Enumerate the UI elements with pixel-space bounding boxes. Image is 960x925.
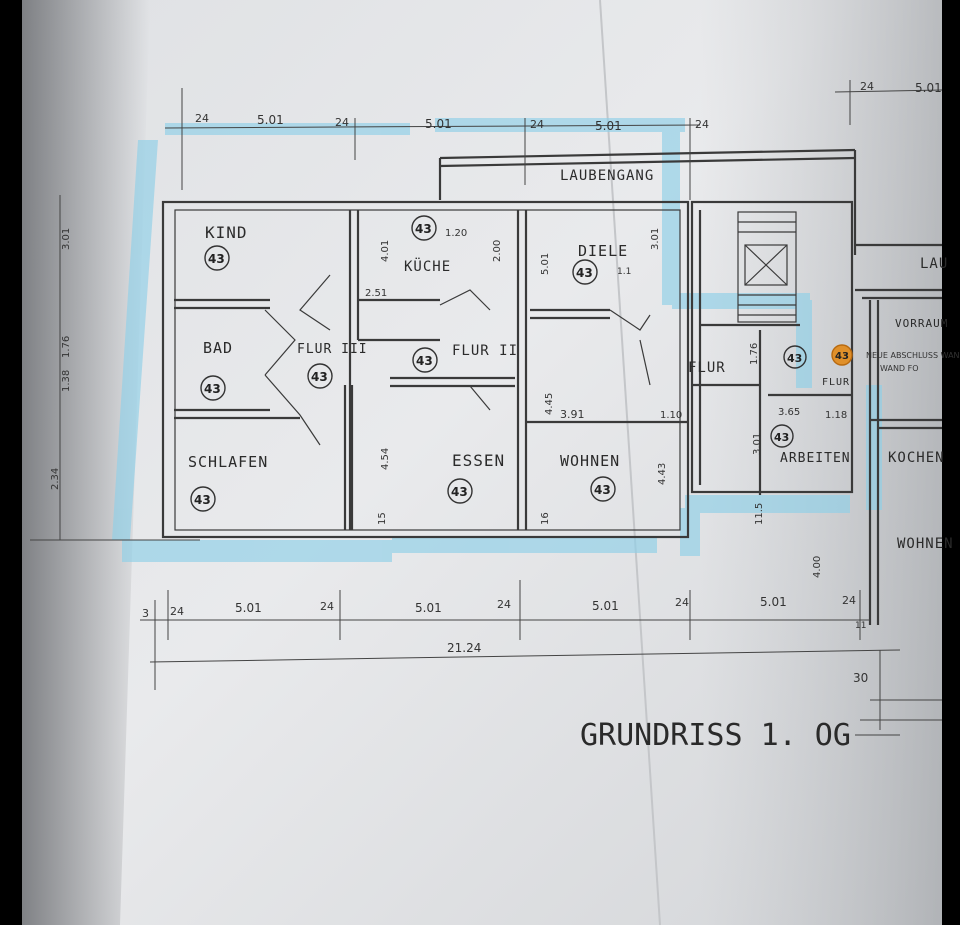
- svg-text:43: 43: [416, 354, 433, 368]
- svg-text:24: 24: [530, 118, 544, 131]
- svg-text:43: 43: [451, 485, 468, 499]
- svg-text:11.5: 11.5: [754, 503, 765, 525]
- svg-text:5.01: 5.01: [540, 253, 551, 275]
- svg-text:43: 43: [774, 431, 789, 444]
- svg-text:24: 24: [497, 598, 511, 611]
- svg-text:5.01: 5.01: [415, 601, 442, 615]
- svg-text:5.01: 5.01: [235, 601, 262, 615]
- svg-text:4.45: 4.45: [544, 393, 555, 415]
- staircase: [737, 211, 797, 323]
- room-label-wohnen: WOHNEN: [560, 452, 620, 470]
- room-label-flur3: FLUR III: [297, 342, 368, 357]
- svg-text:5.01: 5.01: [595, 119, 622, 133]
- svg-text:1.38: 1.38: [61, 370, 72, 392]
- svg-text:24: 24: [842, 594, 856, 607]
- room-label-flur2: FLUR II: [452, 343, 518, 359]
- svg-text:5.01: 5.01: [257, 113, 284, 127]
- room-label-arbeiten: ARBEITEN: [780, 451, 851, 466]
- svg-text:4.54: 4.54: [380, 448, 391, 470]
- svg-text:43: 43: [194, 493, 211, 507]
- svg-text:24: 24: [860, 80, 874, 93]
- svg-text:30: 30: [853, 671, 868, 685]
- svg-text:2.34: 2.34: [50, 468, 61, 490]
- svg-text:15: 15: [377, 512, 388, 525]
- svg-text:2.00: 2.00: [492, 240, 503, 262]
- circle-numbers: 43 43 43 43 43 43 43 43 43 43 43 43: [194, 222, 849, 507]
- svg-text:1.76: 1.76: [61, 336, 72, 358]
- svg-text:3: 3: [142, 607, 149, 620]
- svg-text:24: 24: [320, 600, 334, 613]
- svg-text:3.01: 3.01: [61, 228, 72, 250]
- svg-text:3.01: 3.01: [650, 228, 661, 250]
- svg-text:43: 43: [204, 382, 221, 396]
- svg-text:16: 16: [540, 512, 551, 525]
- room-label-flur: FLUR: [688, 360, 726, 376]
- svg-text:24: 24: [695, 118, 709, 131]
- room-label-diele: DIELE: [578, 242, 628, 260]
- svg-text:1.18: 1.18: [825, 410, 847, 421]
- svg-text:1.20: 1.20: [445, 228, 467, 239]
- room-label-vorraum: VORRAUM: [895, 317, 948, 330]
- svg-text:43: 43: [835, 351, 849, 362]
- room-label-wohnen-right: WOHNEN: [897, 536, 954, 552]
- svg-text:3.91: 3.91: [560, 408, 585, 421]
- svg-text:24: 24: [170, 605, 184, 618]
- svg-text:24: 24: [675, 596, 689, 609]
- svg-text:43: 43: [415, 222, 432, 236]
- svg-text:3.01: 3.01: [752, 433, 763, 455]
- annotation-wand-line2: WAND FO: [880, 364, 919, 373]
- svg-text:2.51: 2.51: [365, 288, 387, 299]
- right-shade: [700, 0, 942, 925]
- dimension-labels: 24 5.01 24 5.01 24 5.01 24 24 5.01 3 24 …: [50, 80, 942, 685]
- svg-text:4.00: 4.00: [812, 556, 823, 578]
- room-label-bad: BAD: [203, 339, 233, 357]
- svg-text:5.01: 5.01: [425, 117, 452, 131]
- svg-text:3.65: 3.65: [778, 407, 800, 418]
- svg-text:24: 24: [335, 116, 349, 129]
- svg-text:43: 43: [594, 483, 611, 497]
- svg-text:4.43: 4.43: [657, 463, 668, 485]
- svg-text:4.01: 4.01: [380, 240, 391, 262]
- room-labels: KIND BAD FLUR III KÜCHE FLUR II DIELE SC…: [188, 168, 960, 552]
- room-label-schlafen: SCHLAFEN: [188, 453, 268, 471]
- svg-text:1.1: 1.1: [617, 267, 631, 277]
- svg-text:43: 43: [787, 352, 802, 365]
- svg-text:43: 43: [576, 266, 593, 280]
- svg-text:5.01: 5.01: [760, 595, 787, 609]
- door-swings: [264, 274, 651, 446]
- room-label-lau: LAU: [920, 256, 948, 272]
- svg-text:5.01: 5.01: [592, 599, 619, 613]
- svg-text:24: 24: [195, 112, 209, 125]
- svg-text:43: 43: [208, 252, 225, 266]
- room-label-kochen: KOCHEN: [888, 450, 945, 466]
- svg-text:21.24: 21.24: [447, 641, 481, 655]
- circle-markers: [190, 215, 853, 512]
- left-shadow: [22, 0, 150, 925]
- room-label-flur-small: FLUR: [822, 377, 850, 388]
- svg-text:1.76: 1.76: [749, 343, 760, 365]
- walls: [161, 148, 942, 625]
- room-label-essen: ESSEN: [452, 451, 505, 470]
- svg-text:43: 43: [311, 370, 328, 384]
- room-label-laubengang: LAUBENGANG: [560, 168, 654, 184]
- room-label-kind: KIND: [205, 223, 248, 242]
- svg-text:11: 11: [855, 621, 866, 631]
- plan-title: GRUNDRISS 1. OG: [580, 718, 851, 753]
- dimension-lines: [30, 80, 943, 730]
- svg-text:5.01: 5.01: [915, 81, 942, 95]
- room-label-kueche: KÜCHE: [404, 257, 451, 275]
- svg-text:1.10: 1.10: [660, 410, 682, 421]
- annotation-neue-wand: NEUE ABSCHLUSS WAND: [866, 351, 960, 360]
